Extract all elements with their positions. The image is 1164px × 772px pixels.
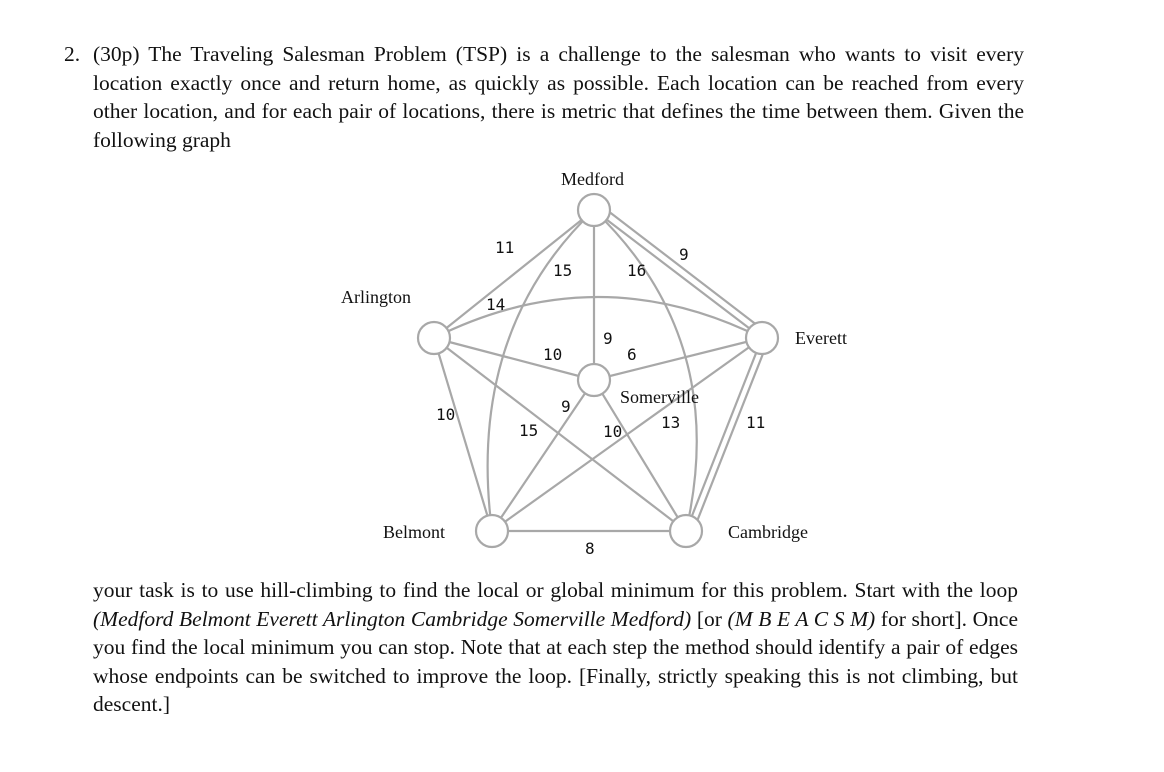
weight-labels: 11 15 16 9 14 9 10 6 9 10 15 10 13 11 8 xyxy=(436,238,765,558)
label-everett: Everett xyxy=(795,328,847,348)
weight-belmont-cambridge: 8 xyxy=(585,539,595,558)
edge-everett-belmont xyxy=(491,337,763,532)
edge-somerville-cambridge xyxy=(593,379,687,532)
weight-everett-somerville: 6 xyxy=(627,345,637,364)
graph-edges xyxy=(432,203,770,535)
task-description: your task is to use hill-climbing to fin… xyxy=(93,576,1018,719)
task-prefix: your task is to use hill-climbing to fin… xyxy=(93,578,1018,602)
task-loop: (Medford Belmont Everett Arlington Cambr… xyxy=(93,606,692,631)
node-somerville xyxy=(576,362,612,398)
edge-arlington-cambridge xyxy=(433,337,687,532)
weight-medford-somerville: 9 xyxy=(603,329,613,348)
edge-medford-cambridge xyxy=(593,209,698,532)
node-cambridge xyxy=(668,513,704,549)
task-short: (M B E A C S M) xyxy=(727,606,876,631)
task-suffix: for short]. Once you find the local mini… xyxy=(93,606,1018,717)
weight-medford-cambridge: 16 xyxy=(627,261,646,280)
edge-everett-cambridge xyxy=(684,337,764,532)
label-somerville: Somerville xyxy=(620,387,699,407)
task-mid: [or xyxy=(691,606,728,631)
edge-arlington-everett xyxy=(433,296,763,339)
weight-everett-belmont: 13 xyxy=(661,413,680,432)
edge-somerville-belmont xyxy=(491,379,595,532)
weight-arlington-belmont: 10 xyxy=(436,405,455,424)
label-arlington: Arlington xyxy=(341,287,411,307)
edge-everett-somerville xyxy=(593,336,763,382)
edge-medford-arlington xyxy=(433,209,595,339)
weight-somerville-cambridge: 10 xyxy=(603,422,622,441)
weight-everett-cambridge: 11 xyxy=(746,413,765,432)
graph-nodes xyxy=(416,192,780,549)
edge-medford-everett-2 xyxy=(598,203,767,333)
edge-arlington-belmont xyxy=(432,337,494,532)
city-labels: Medford Arlington Everett Somerville Bel… xyxy=(341,169,847,542)
label-belmont: Belmont xyxy=(383,522,445,542)
weight-arlington-somerville: 10 xyxy=(543,345,562,364)
weight-arlington-everett: 14 xyxy=(486,295,505,314)
problem-intro: 2. (30p) The Traveling Salesman Problem … xyxy=(64,40,1024,154)
node-medford xyxy=(576,192,612,228)
edge-everett-cambridge-2 xyxy=(690,340,770,535)
node-arlington xyxy=(416,320,452,356)
weight-arlington-cambridge: 15 xyxy=(519,421,538,440)
problem-number: 2. xyxy=(64,42,81,66)
edge-medford-everett xyxy=(593,209,763,339)
node-everett xyxy=(744,320,780,356)
problem-intro-text: (30p) The Traveling Salesman Problem (TS… xyxy=(93,42,1024,152)
weight-medford-everett: 9 xyxy=(679,245,689,264)
weight-medford-arlington: 11 xyxy=(495,238,514,257)
edge-medford-belmont xyxy=(486,209,595,532)
tsp-graph: Medford Arlington Everett Somerville Bel… xyxy=(341,169,847,558)
node-belmont xyxy=(474,513,510,549)
label-cambridge: Cambridge xyxy=(728,522,808,542)
edge-arlington-somerville xyxy=(433,336,595,382)
label-medford: Medford xyxy=(561,169,624,189)
weight-somerville-belmont: 9 xyxy=(561,397,571,416)
weight-medford-belmont: 15 xyxy=(553,261,572,280)
